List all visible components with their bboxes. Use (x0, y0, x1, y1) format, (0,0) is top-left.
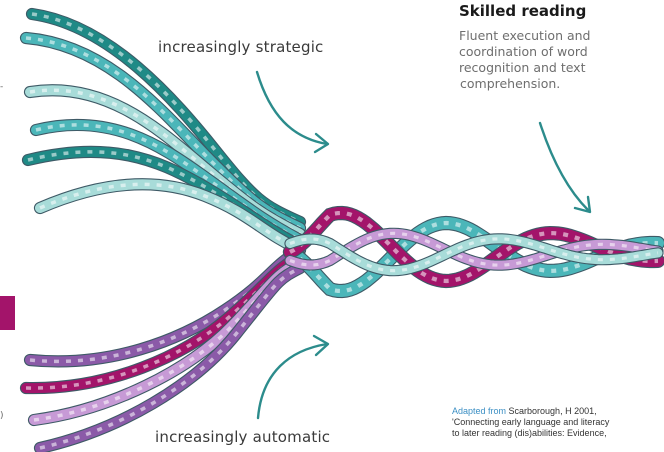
description-line: recognition and text (459, 60, 586, 75)
arrow-automatic-head (312, 334, 330, 357)
description-line: Fluent execution and (459, 28, 591, 43)
arrow-skilled-head (573, 195, 592, 214)
label-increasingly-automatic: increasingly automatic (155, 428, 331, 446)
braid-strand-light (285, 234, 663, 276)
lower-strands (19, 243, 307, 452)
skilled-reading-title: Skilled reading (459, 2, 587, 20)
edge-mark: - (0, 82, 4, 92)
citation-highlight: Adapted from (452, 406, 507, 416)
arrow-strategic-head (313, 132, 330, 154)
braid-strand-teal-twist (289, 220, 659, 294)
braid-strand-lilac (285, 228, 663, 270)
arrow-skilled (538, 121, 590, 212)
citation-author: Scarborough, H 2001, (506, 406, 597, 416)
accent-block (0, 296, 15, 330)
description-line: comprehension. (460, 76, 561, 91)
upper-strand-1-twist (31, 12, 301, 224)
arrow-automatic (256, 342, 329, 420)
braid-strand-magenta-twist (289, 210, 659, 284)
description-line: coordination of word (459, 44, 588, 59)
upper-strand-6-twist (39, 182, 301, 252)
citation-line: 'Connecting early language and literacy (452, 417, 610, 427)
arrows (255, 70, 592, 420)
twisted-rope (282, 205, 664, 299)
lower-strand-1-twist (29, 248, 301, 364)
lower-strand-4-twist (39, 266, 301, 450)
label-increasingly-strategic: increasingly strategic (158, 38, 324, 56)
arrow-strategic (255, 70, 329, 146)
citation: Adapted from Scarborough, H 2001, 'Conne… (452, 406, 662, 439)
lower-strand-2-twist (25, 254, 301, 390)
citation-line: Adapted from Scarborough, H 2001, (452, 406, 662, 417)
citation-line: to later reading (dis)abilities: Evidenc… (452, 428, 607, 438)
skilled-reading-description: Fluent execution and coordination of wor… (459, 28, 659, 92)
edge-mark: ) (0, 411, 4, 421)
upper-strands (19, 7, 307, 257)
